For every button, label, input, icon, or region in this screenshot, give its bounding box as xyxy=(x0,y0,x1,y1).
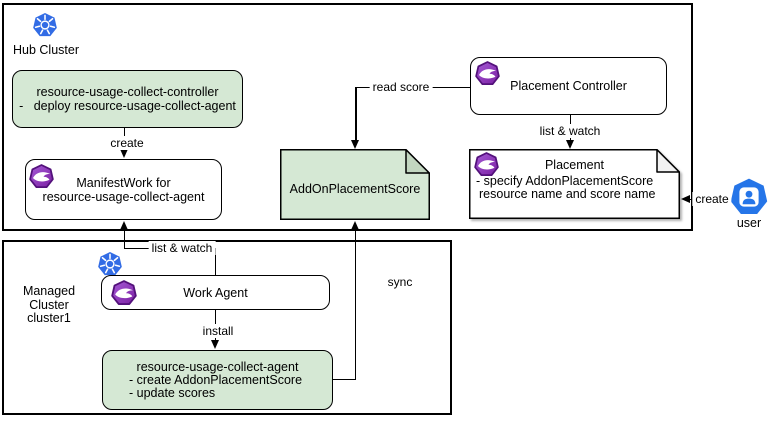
agent-line3: - update scores xyxy=(129,385,216,400)
node-work-agent: Work Agent xyxy=(101,275,330,310)
edge-sync-line-h xyxy=(333,378,356,380)
node-resource-usage-collect-controller: resource-usage-collect-controller - depl… xyxy=(12,70,243,128)
placement-note-shape xyxy=(469,149,680,219)
edge-create-user-arrowhead xyxy=(681,194,690,203)
manifestwork-line1: ManifestWork for xyxy=(76,175,171,190)
edge-list-watch-work-label: list & watch xyxy=(148,241,216,255)
edge-list-watch-work-line-v2 xyxy=(214,248,216,275)
edge-list-watch-placement-arrowhead xyxy=(565,140,574,149)
managed-cluster-id: cluster1 xyxy=(27,311,71,325)
work-agent-label: Work Agent xyxy=(183,285,248,300)
edge-sync-label: sync xyxy=(384,275,416,289)
placement-line1: - specify AddonPlacementScore xyxy=(476,174,654,188)
node-addonplacementscore: AddOnPlacementScore xyxy=(289,181,421,196)
managed-cluster-label: Managed Cluster cluster1 xyxy=(2,284,96,326)
user-icon xyxy=(730,178,768,215)
edge-list-watch-work-line-v1 xyxy=(123,230,125,248)
user-label: user xyxy=(736,216,762,230)
placement-line2: resource name and score name xyxy=(479,187,656,201)
addonplacementscore-note-shape xyxy=(280,149,430,220)
edge-sync-arrowhead xyxy=(350,221,359,230)
agent-line2: - create AddonPlacementScore xyxy=(129,372,303,387)
node-resource-usage-collect-agent: resource-usage-collect-agent - create Ad… xyxy=(102,350,333,410)
agent-line1: resource-usage-collect-agent xyxy=(136,359,299,374)
edge-install-label: install xyxy=(199,324,237,338)
ocm-icon xyxy=(111,280,137,305)
managed-cluster-box xyxy=(2,240,452,415)
node-placement: Placement - specify AddonPlacementScore … xyxy=(469,149,680,201)
edge-read-score-line-v xyxy=(355,87,357,140)
edge-list-watch-work-arrowhead xyxy=(119,221,128,230)
kubernetes-icon xyxy=(98,252,122,276)
edge-read-score-label: read score xyxy=(369,80,433,94)
edge-create-controller-arrowhead xyxy=(119,149,128,158)
hub-cluster-label: Hub Cluster xyxy=(13,43,79,57)
placement-title: Placement xyxy=(544,158,605,172)
edge-read-score-arrowhead xyxy=(351,140,359,149)
hub-cluster-box xyxy=(2,3,693,231)
edge-sync-line-v xyxy=(354,230,356,379)
edge-list-watch-placement-label: list & watch xyxy=(536,124,604,138)
node-placement-controller: Placement Controller xyxy=(470,57,667,115)
kubernetes-icon xyxy=(33,13,57,37)
controller-line1: resource-usage-collect-controller xyxy=(36,85,219,99)
ocm-icon xyxy=(475,61,500,86)
managed-cluster-name: Managed Cluster xyxy=(22,284,76,312)
controller-line2: - deploy resource-usage-collect-agent xyxy=(19,99,236,113)
ocm-icon xyxy=(29,164,54,189)
edge-create-user-label: create xyxy=(692,192,732,206)
ocm-icon xyxy=(474,152,499,177)
node-manifestwork: ManifestWork for resource-usage-collect-… xyxy=(25,159,222,220)
manifestwork-line2: resource-usage-collect-agent xyxy=(42,189,205,204)
edge-install-arrowhead xyxy=(210,340,219,349)
edge-create-controller-label: create xyxy=(107,136,147,150)
placement-controller-label: Placement Controller xyxy=(510,79,627,93)
